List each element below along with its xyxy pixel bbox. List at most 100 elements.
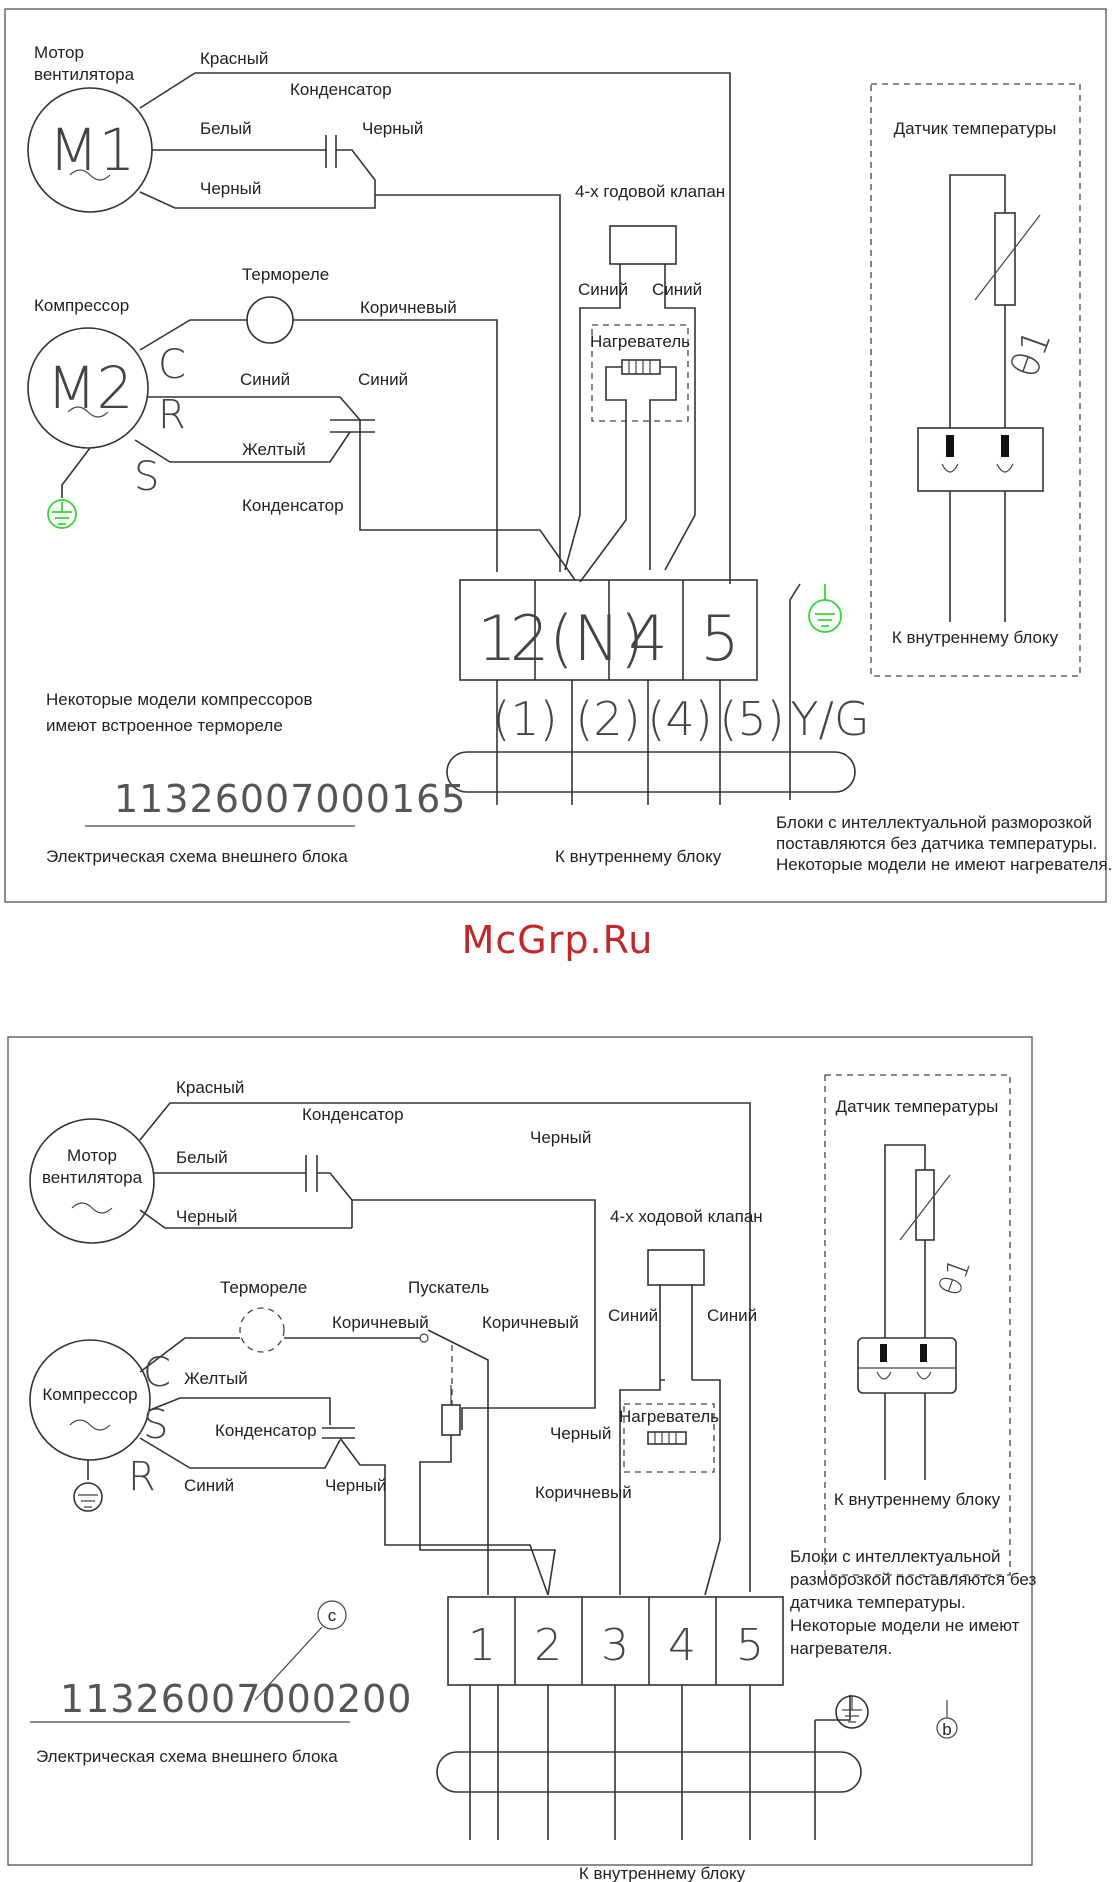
thermo-relay-symbol bbox=[246, 296, 294, 344]
wire-brown bbox=[293, 319, 498, 572]
fan-motor-label-2: вентилятора bbox=[34, 65, 135, 84]
label-blue-right-2: Синий bbox=[707, 1306, 757, 1325]
code-mark-circle bbox=[317, 1600, 347, 1630]
wire-blue-left bbox=[564, 264, 621, 571]
lower-terminal-4: (4) bbox=[647, 692, 712, 746]
heater-symbol-2 bbox=[647, 1431, 687, 1445]
terminal-2-1: 1 bbox=[468, 1620, 496, 1671]
label-blue-2: Синий bbox=[184, 1476, 234, 1495]
sensor-to-indoor: К внутреннему блоку bbox=[892, 628, 1059, 647]
compressor-symbol bbox=[27, 327, 149, 449]
fan-motor-id: M1 bbox=[49, 116, 136, 184]
heater-box bbox=[591, 324, 689, 422]
diagram-1: M1 Мотор вентилятора Красный Конденсатор… bbox=[4, 8, 1112, 903]
code-mark: c bbox=[328, 1606, 337, 1625]
note-line-2: имеют встроенное термореле bbox=[46, 716, 283, 735]
note-line-1: Некоторые модели компрессоров bbox=[46, 690, 313, 709]
caption-2: Электрическая схема внешнего блока bbox=[36, 1747, 338, 1766]
compressor-symbol-2 bbox=[29, 1339, 151, 1461]
side-note-2: поставляются без датчика температуры. bbox=[776, 834, 1097, 853]
drawing-code: 11326007000165 bbox=[114, 777, 466, 821]
label-black-b: Черный bbox=[200, 179, 261, 198]
thermo-relay-symbol-2 bbox=[239, 1307, 285, 1353]
label-capacitor-top-2: Конденсатор bbox=[302, 1105, 404, 1124]
thermistor-symbol-2 bbox=[915, 1169, 935, 1241]
label-blue-a: Синий bbox=[240, 370, 290, 389]
fan-motor-symbol-2 bbox=[29, 1118, 155, 1244]
label-black-top-2: Черный bbox=[530, 1128, 591, 1147]
fan-motor-label-2b: вентилятора bbox=[42, 1168, 143, 1187]
pin-s: S bbox=[134, 454, 159, 500]
pin-r: R bbox=[158, 392, 186, 438]
fan-motor-label-2a: Мотор bbox=[67, 1146, 117, 1165]
ground-icon bbox=[47, 499, 77, 529]
ground-icon-2 bbox=[73, 1482, 103, 1512]
sensor-theta: θ1 bbox=[1002, 323, 1060, 383]
label-capacitor-2: Конденсатор bbox=[215, 1421, 317, 1440]
caption: Электрическая схема внешнего блока bbox=[46, 847, 348, 866]
label-capacitor-bottom: Конденсатор bbox=[242, 496, 344, 515]
wire-red bbox=[139, 72, 731, 584]
terminal-4: 4 bbox=[628, 602, 667, 675]
sensor-title: Датчик температуры bbox=[894, 119, 1057, 138]
label-thermo-relay-2: Термореле bbox=[220, 1278, 307, 1297]
terminal-2-3: 3 bbox=[601, 1620, 629, 1671]
side-note-2-4: Некоторые модели не имеют bbox=[790, 1616, 1020, 1635]
sensor-box bbox=[870, 83, 1081, 677]
thermistor-symbol bbox=[994, 212, 1016, 306]
compressor-label: Компрессор bbox=[34, 296, 129, 315]
label-white: Белый bbox=[200, 119, 252, 138]
terminal-2-4: 4 bbox=[668, 1620, 696, 1671]
terminal-2-5: 5 bbox=[736, 1620, 764, 1671]
sensor-to-indoor-2: К внутреннему блоку bbox=[834, 1490, 1001, 1509]
watermark: McGrp.Ru bbox=[461, 918, 654, 962]
b-mark: b bbox=[942, 1720, 951, 1739]
to-indoor: К внутреннему блоку bbox=[555, 847, 722, 866]
terminal-5: 5 bbox=[700, 602, 739, 675]
pin-c: C bbox=[158, 342, 186, 388]
label-black-a-2: Черный bbox=[176, 1207, 237, 1226]
label-yellow-2: Желтый bbox=[184, 1369, 248, 1388]
pin-c-2: C bbox=[143, 1350, 171, 1396]
side-note-2-1: Блоки с интеллектуальной bbox=[790, 1547, 1001, 1566]
cable-bundle-2 bbox=[436, 1751, 862, 1793]
label-red: Красный bbox=[200, 49, 268, 68]
diagram-2-frame bbox=[7, 1036, 1033, 1866]
label-blue-left-2: Синий bbox=[608, 1306, 658, 1325]
sensor-title-2: Датчик температуры bbox=[836, 1097, 999, 1116]
label-thermo-relay: Термореле bbox=[242, 265, 329, 284]
terminal-1: 1 bbox=[477, 602, 516, 675]
fan-motor-label-1: Мотор bbox=[34, 43, 84, 62]
label-valve-2: 4-х ходовой клапан bbox=[610, 1207, 763, 1226]
lower-terminal-1: (1) bbox=[492, 692, 557, 746]
label-blue-right: Синий bbox=[652, 280, 702, 299]
label-red-2: Красный bbox=[176, 1078, 244, 1097]
wire-black bbox=[139, 191, 376, 209]
label-heater: Нагреватель bbox=[590, 332, 690, 351]
compressor-id: M2 bbox=[47, 354, 134, 422]
heater-symbol bbox=[621, 359, 661, 375]
label-black-mid-2: Черный bbox=[550, 1424, 611, 1443]
lower-terminal-5: (5) bbox=[719, 692, 784, 746]
starter-symbol bbox=[441, 1404, 461, 1436]
heater-box-2 bbox=[623, 1403, 715, 1473]
label-capacitor-top: Конденсатор bbox=[290, 80, 392, 99]
label-starter: Пускатель bbox=[408, 1278, 489, 1297]
label-blue-b: Синий bbox=[358, 370, 408, 389]
side-note-2-5: нагревателя. bbox=[790, 1639, 892, 1658]
compressor-label-2: Компрессор bbox=[42, 1385, 137, 1404]
sensor-box-2 bbox=[824, 1074, 1011, 1576]
cable-bundle bbox=[446, 751, 856, 793]
side-note-1: Блоки с интеллектуальной разморозкой bbox=[776, 813, 1092, 832]
label-valve: 4-х годовой клапан bbox=[575, 182, 725, 201]
sensor-connector bbox=[917, 427, 1044, 492]
label-white-2: Белый bbox=[176, 1148, 228, 1167]
label-brown-a-2: Коричневый bbox=[332, 1313, 429, 1332]
label-black-a: Черный bbox=[362, 119, 423, 138]
valve-symbol bbox=[609, 225, 677, 265]
terminal-2n: 2(N) bbox=[510, 602, 644, 675]
drawing-code-2: 11326007000200 bbox=[60, 1677, 412, 1721]
side-note-2-2: разморозкой поставляются без bbox=[790, 1570, 1036, 1589]
block-ground-icon bbox=[808, 599, 842, 633]
